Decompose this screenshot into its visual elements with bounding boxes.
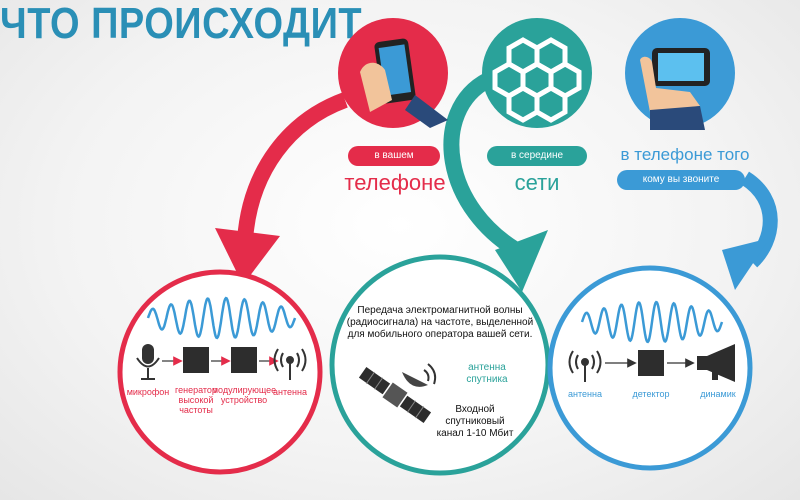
teal-arrow-head (495, 230, 548, 292)
stage3-title: в телефоне того (620, 145, 750, 164)
radio-wave-red (146, 296, 297, 340)
circle1-ring (117, 269, 323, 475)
satellite-icon (357, 363, 437, 425)
stage2-pill: в середине (487, 146, 587, 166)
blue-arrow-head (722, 238, 770, 290)
modulator-label-2: устройство (221, 395, 267, 405)
generator-label-1: генератор (175, 385, 217, 395)
stage1-pill: в вашем (348, 146, 440, 166)
satellite-antenna-label: антенна спутника (466, 362, 508, 385)
mic-label: микрофон (127, 387, 170, 397)
page-title: ЧТО ПРОИСХОДИТ (0, 0, 363, 49)
microphone-icon (136, 344, 160, 380)
satellite-channel-label: Входной спутниковый канал 1-10 Мбит (436, 404, 514, 439)
antenna-icon (568, 350, 602, 382)
generator-block (183, 347, 209, 373)
red-arrow-head (215, 228, 280, 285)
modulator-label-1: модулирующее (212, 385, 276, 395)
red-flow-arrow (237, 92, 348, 241)
speaker-icon (697, 344, 735, 382)
detector-block (638, 350, 664, 376)
stage1-title: телефоне (344, 170, 446, 195)
modulator-block (231, 347, 257, 373)
hexagon-network-icon (492, 37, 582, 123)
speaker-label: динамик (700, 389, 735, 399)
antenna-label: антенна (273, 387, 307, 397)
stage2-title: сети (514, 170, 560, 195)
hand-holding-phone-icon (640, 48, 710, 130)
stage3-pill: кому вы звоните (617, 170, 745, 190)
generator-label-2: высокой (179, 395, 214, 405)
radio-wave-blue (580, 300, 724, 344)
detector-label: детектор (632, 389, 669, 399)
generator-label-3: частоты (179, 405, 213, 415)
teal-flow-arrow (443, 72, 529, 263)
transmission-description: Передача электромагнитной волны (радиоси… (346, 305, 534, 340)
hand-holding-phone-icon (360, 38, 448, 128)
antenna-icon (273, 348, 307, 380)
receiver-antenna-label: антенна (568, 389, 602, 399)
